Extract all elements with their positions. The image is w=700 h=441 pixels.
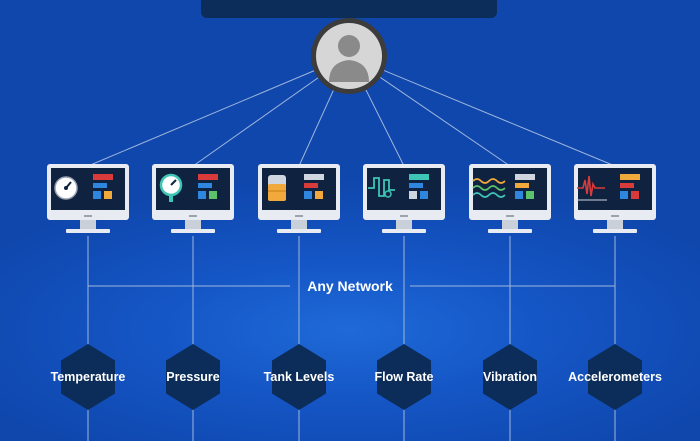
thermometer-gauge-icon: [54, 176, 78, 200]
widget-bar-1: [198, 174, 218, 180]
monitor-base: [277, 229, 321, 233]
widget-bar-1: [409, 174, 429, 180]
monitor-power-dot: [400, 215, 408, 217]
monitor-power-dot: [506, 215, 514, 217]
monitor-base: [488, 229, 532, 233]
widget-bar-2: [620, 183, 634, 188]
flow-rate-monitor: [363, 164, 445, 233]
avatar-body: [329, 60, 369, 82]
vibration-monitor: [469, 164, 551, 233]
link-user-monitor-0: [87, 55, 350, 167]
vibration-wave-icon: [472, 178, 506, 198]
monitor-neck: [607, 220, 623, 229]
sensor-hexagon-3: [377, 344, 431, 410]
sensor-label-accelerometers: Accelerometers: [568, 370, 662, 384]
monitor-base: [382, 229, 426, 233]
widget-bar-1: [304, 174, 324, 180]
monitor-neck: [396, 220, 412, 229]
sensor-label-pressure: Pressure: [166, 370, 220, 384]
monitor-screen: [473, 168, 547, 210]
widget-tile-2: [526, 191, 534, 199]
monitor-group: [47, 164, 656, 233]
sensor-hexagon-1: [166, 344, 220, 410]
widget-bar-1: [620, 174, 640, 180]
tank-level-monitor: [258, 164, 340, 233]
monitor-power-dot: [295, 215, 303, 217]
sensor-label-temperature: Temperature: [50, 370, 126, 384]
link-user-monitor-5: [348, 55, 616, 167]
tank-level-icon: [268, 175, 286, 201]
monitor-base: [66, 229, 110, 233]
widget-tile-1: [620, 191, 628, 199]
monitor-neck: [291, 220, 307, 229]
network-label: Any Network: [307, 278, 393, 294]
widget-tile-1: [515, 191, 523, 199]
monitor-power-dot: [189, 215, 197, 217]
widget-tile-2: [315, 191, 323, 199]
sensor-label-tank-levels: Tank Levels: [263, 370, 335, 384]
avatar-head: [338, 35, 360, 57]
sensor-hexagon-4: [483, 344, 537, 410]
sensor-label-vibration: Vibration: [483, 370, 537, 384]
accelerometer-monitor: [574, 164, 656, 233]
widget-bar-2: [409, 183, 423, 188]
widget-bar-1: [93, 174, 113, 180]
sensor-hexagons: [61, 344, 642, 410]
widget-tile-1: [93, 191, 101, 199]
widget-tile-2: [420, 191, 428, 199]
sensor-label-flow-rate: Flow Rate: [374, 370, 434, 384]
monitor-neck: [185, 220, 201, 229]
sensor-hexagon-2: [272, 344, 326, 410]
widget-tile-1: [409, 191, 417, 199]
pressure-monitor: [152, 164, 234, 233]
widget-bar-2: [93, 183, 107, 188]
monitor-screen: [578, 168, 652, 210]
widget-bar-2: [198, 183, 212, 188]
pressure-gauge-icon: [159, 173, 183, 202]
monitor-neck: [80, 220, 96, 229]
widget-tile-1: [198, 191, 206, 199]
sensor-hexagon-0: [61, 344, 115, 410]
temperature-monitor: [47, 164, 129, 233]
flow-wave-icon: [368, 177, 395, 198]
monitor-power-dot: [611, 215, 619, 217]
widget-bar-2: [304, 183, 318, 188]
top-banner: [201, 0, 497, 18]
monitor-power-dot: [84, 215, 92, 217]
widget-tile-2: [209, 191, 217, 199]
widget-bar-1: [515, 174, 535, 180]
monitor-base: [171, 229, 215, 233]
widget-tile-2: [631, 191, 639, 199]
widget-tile-2: [104, 191, 112, 199]
monitor-base: [593, 229, 637, 233]
monitor-neck: [502, 220, 518, 229]
user-avatar-icon[interactable]: [311, 18, 387, 94]
widget-bar-2: [515, 183, 529, 188]
widget-tile-1: [304, 191, 312, 199]
sensor-hexagon-5: [588, 344, 642, 410]
accelerometer-signal-icon: [577, 175, 607, 201]
